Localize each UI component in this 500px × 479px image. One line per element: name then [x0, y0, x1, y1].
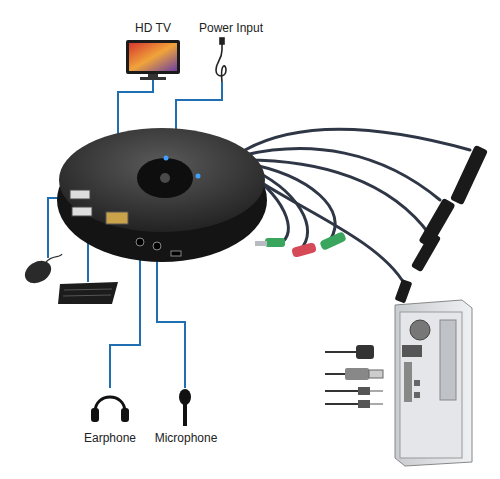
text-label: HD TV — [135, 21, 171, 35]
mouse-icon — [21, 254, 62, 288]
cable-connectors — [255, 145, 488, 304]
tv-icon — [126, 40, 180, 80]
text-label: Power Input — [199, 21, 263, 35]
power-cable-icon — [216, 38, 226, 82]
text-label: Earphone — [84, 431, 136, 445]
keyboard-icon — [58, 282, 118, 304]
pc-tower — [395, 300, 472, 466]
earphone-icon — [91, 397, 129, 422]
kvm-switch-body — [57, 128, 267, 262]
text-label: Microphone — [155, 431, 218, 445]
cable-bundle — [245, 129, 470, 285]
pc-connector-icons — [325, 345, 383, 408]
microphone-icon — [179, 389, 191, 426]
